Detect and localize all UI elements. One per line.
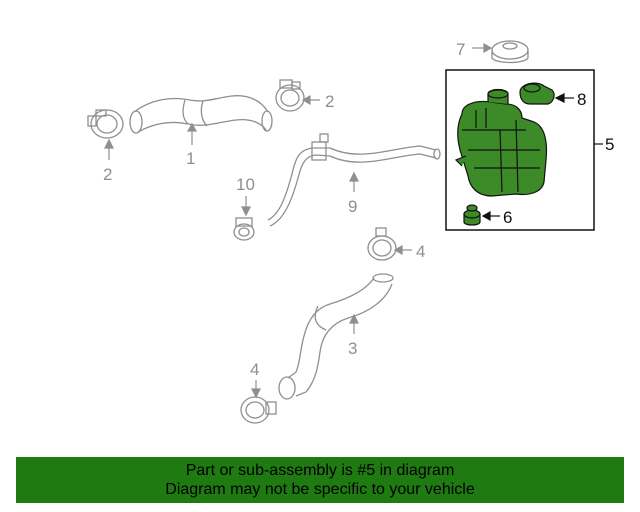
callout-5: 5 — [605, 135, 614, 154]
callout-6: 6 — [503, 208, 512, 227]
part-1-upper-hose[interactable] — [129, 95, 273, 134]
callout-9-arrow — [349, 171, 359, 192]
callout-2b-arrow — [301, 94, 320, 106]
callout-4b-arrow — [251, 380, 261, 399]
callout-8-arrow — [554, 93, 574, 103]
assembly-5-box[interactable] — [445, 69, 595, 231]
callout-7: 7 — [456, 40, 465, 59]
callout-1-arrow — [186, 122, 198, 145]
callout-1: 1 — [186, 149, 195, 168]
part-6-grommet[interactable] — [463, 204, 481, 226]
banner-line-1: Part or sub-assembly is #5 in diagram — [185, 462, 455, 479]
callout-9: 9 — [348, 197, 357, 216]
part-8-level-sensor[interactable] — [519, 82, 555, 105]
callout-3: 3 — [348, 339, 357, 358]
callout-10-arrow — [241, 196, 251, 217]
callout-2a-arrow — [104, 138, 114, 160]
assembly-info-banner: Part or sub-assembly is #5 in diagram Di… — [16, 457, 624, 503]
callout-4b: 4 — [250, 360, 259, 379]
callout-10: 10 — [236, 175, 255, 194]
callout-2a: 2 — [103, 165, 112, 184]
callout-4a-arrow — [393, 244, 412, 256]
part-2-clamp-left[interactable] — [87, 109, 124, 139]
part-5-coolant-reservoir[interactable] — [454, 88, 548, 197]
banner-line-2: Diagram may not be specific to your vehi… — [165, 481, 475, 498]
part-9-overflow-hose[interactable] — [267, 133, 441, 227]
part-4-clamp-upper[interactable] — [367, 227, 397, 261]
callout-2b: 2 — [325, 92, 334, 111]
part-10-hose-clip[interactable] — [233, 217, 255, 241]
part-2-clamp-right[interactable] — [275, 79, 305, 112]
part-7-reservoir-cap[interactable] — [491, 40, 529, 64]
callout-4a: 4 — [416, 242, 425, 261]
part-4-clamp-lower[interactable] — [240, 396, 277, 424]
callout-6-arrow — [481, 210, 500, 222]
callout-7-arrow — [472, 42, 493, 54]
callout-8: 8 — [577, 90, 586, 109]
parts-diagram: 1 2 2 7 5 — [87, 40, 614, 424]
part-3-lower-hose[interactable] — [278, 273, 394, 400]
callout-3-arrow — [349, 313, 359, 334]
